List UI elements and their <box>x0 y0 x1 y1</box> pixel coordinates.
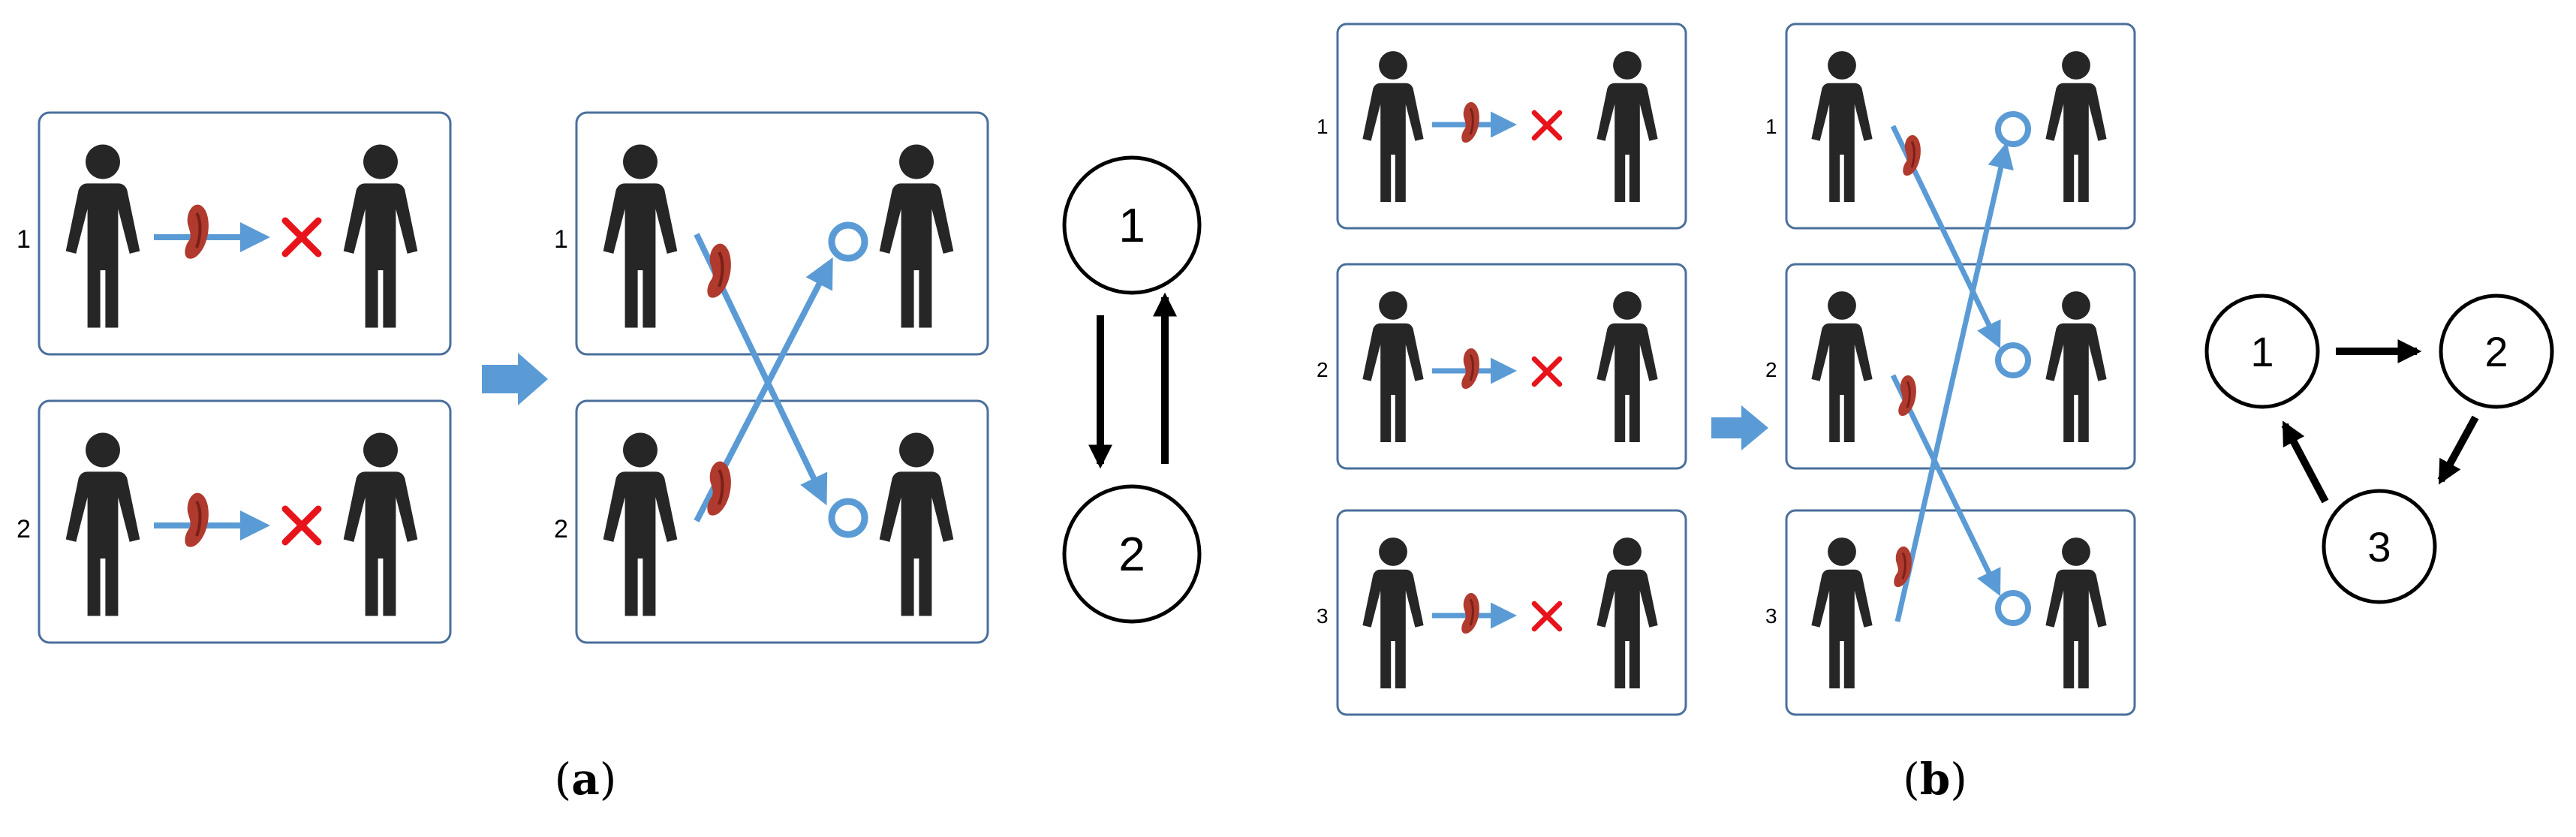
blue-circle-icon <box>828 221 868 262</box>
row-number: 1 <box>1765 115 1777 138</box>
blue-circle-icon <box>1995 590 2031 626</box>
exchange-graph: 1 2 3 <box>2204 294 2554 604</box>
pair-box-after: 1 <box>554 111 989 356</box>
cycle-arrow <box>1894 142 2014 622</box>
pair-box-before: 3 <box>1317 509 1687 716</box>
row-number: 1 <box>554 225 568 254</box>
graph-edge <box>2437 415 2479 485</box>
row-number: 2 <box>17 515 31 543</box>
pair-box-before: 1 <box>17 111 452 356</box>
graph-node-label: 3 <box>2367 523 2391 571</box>
graph-node <box>2204 294 2320 409</box>
blue-circle-icon <box>828 498 868 538</box>
blue-right-arrow-icon <box>1711 405 1768 450</box>
row-number: 1 <box>1317 115 1329 138</box>
pair-box-after: 3 <box>1765 509 2136 716</box>
cycle-arrow <box>1890 374 2001 597</box>
row-number: 2 <box>1317 358 1329 381</box>
row-number: 3 <box>1317 604 1329 628</box>
panel-a-caption: (a) <box>555 754 617 805</box>
graph-node-label: 2 <box>1118 527 1145 581</box>
row-number: 2 <box>554 515 568 543</box>
blue-right-arrow-icon <box>482 353 548 405</box>
pair-box-after: 2 <box>554 399 989 644</box>
pair-box-after: 2 <box>1765 263 2136 470</box>
row-number: 1 <box>17 225 31 254</box>
pair-box-before: 2 <box>1317 263 1687 470</box>
pair-box-after: 1 <box>1765 23 2136 230</box>
exchange-graph: 1 2 <box>1062 155 1202 624</box>
graph-node <box>2322 489 2437 604</box>
pair-box-before: 1 <box>1317 23 1687 230</box>
graph-node-label: 2 <box>2484 328 2508 375</box>
graph-node <box>2439 294 2554 409</box>
graph-node-label: 1 <box>1118 198 1145 252</box>
blue-circle-icon <box>1995 342 2031 378</box>
panel-b: 1 2 3 1 <box>1317 23 2554 805</box>
graph-node <box>1062 155 1202 295</box>
pair-box-before: 2 <box>17 399 452 644</box>
graph-node <box>1062 484 1202 624</box>
row-number: 3 <box>1765 604 1777 628</box>
graph-edge <box>2281 420 2329 504</box>
panel-b-caption: (b) <box>1903 754 1967 805</box>
row-number: 2 <box>1765 358 1777 381</box>
panel-a: 1 2 1 2 <box>17 111 1202 805</box>
graph-node-label: 1 <box>2250 328 2274 375</box>
